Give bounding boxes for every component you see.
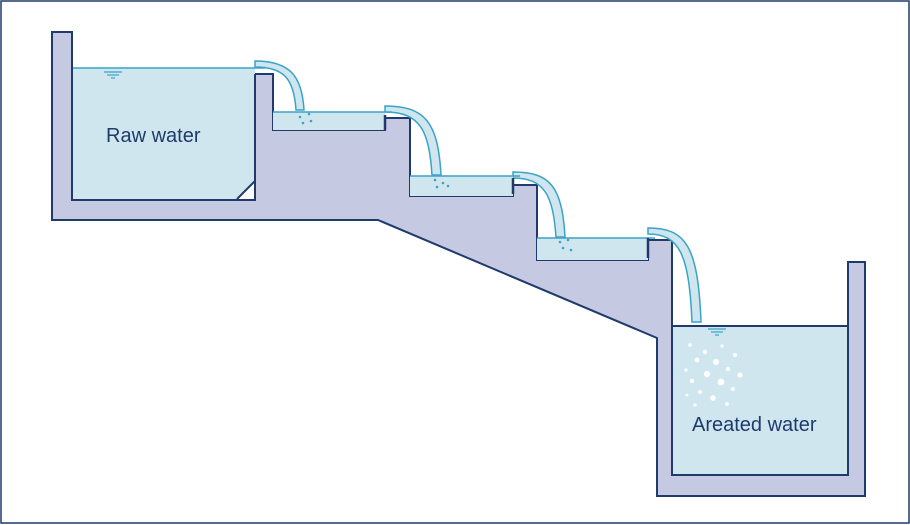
step-basin-2-water bbox=[410, 176, 513, 196]
splash-dots bbox=[298, 112, 573, 252]
cascade-flow-2 bbox=[384, 105, 442, 176]
water-level-marker-icon-aerated bbox=[708, 328, 726, 336]
cascade-flow-4 bbox=[647, 227, 702, 323]
water-level-marker-icon bbox=[104, 71, 122, 79]
aerated-water-label: Areated water bbox=[692, 414, 817, 436]
cascade-flow-1 bbox=[254, 60, 305, 111]
raw-water-body bbox=[73, 68, 255, 199]
aerated-water-tank-inner bbox=[671, 325, 849, 476]
step-basin-3-water bbox=[537, 238, 648, 260]
cascade-flow-3 bbox=[512, 171, 566, 238]
aerated-water-body bbox=[673, 326, 848, 474]
step-basin-1-water bbox=[273, 112, 385, 130]
raw-water-tank-inner-wall bbox=[236, 74, 256, 200]
raw-water-label: Raw water bbox=[106, 125, 201, 147]
air-bubbles bbox=[684, 343, 743, 407]
